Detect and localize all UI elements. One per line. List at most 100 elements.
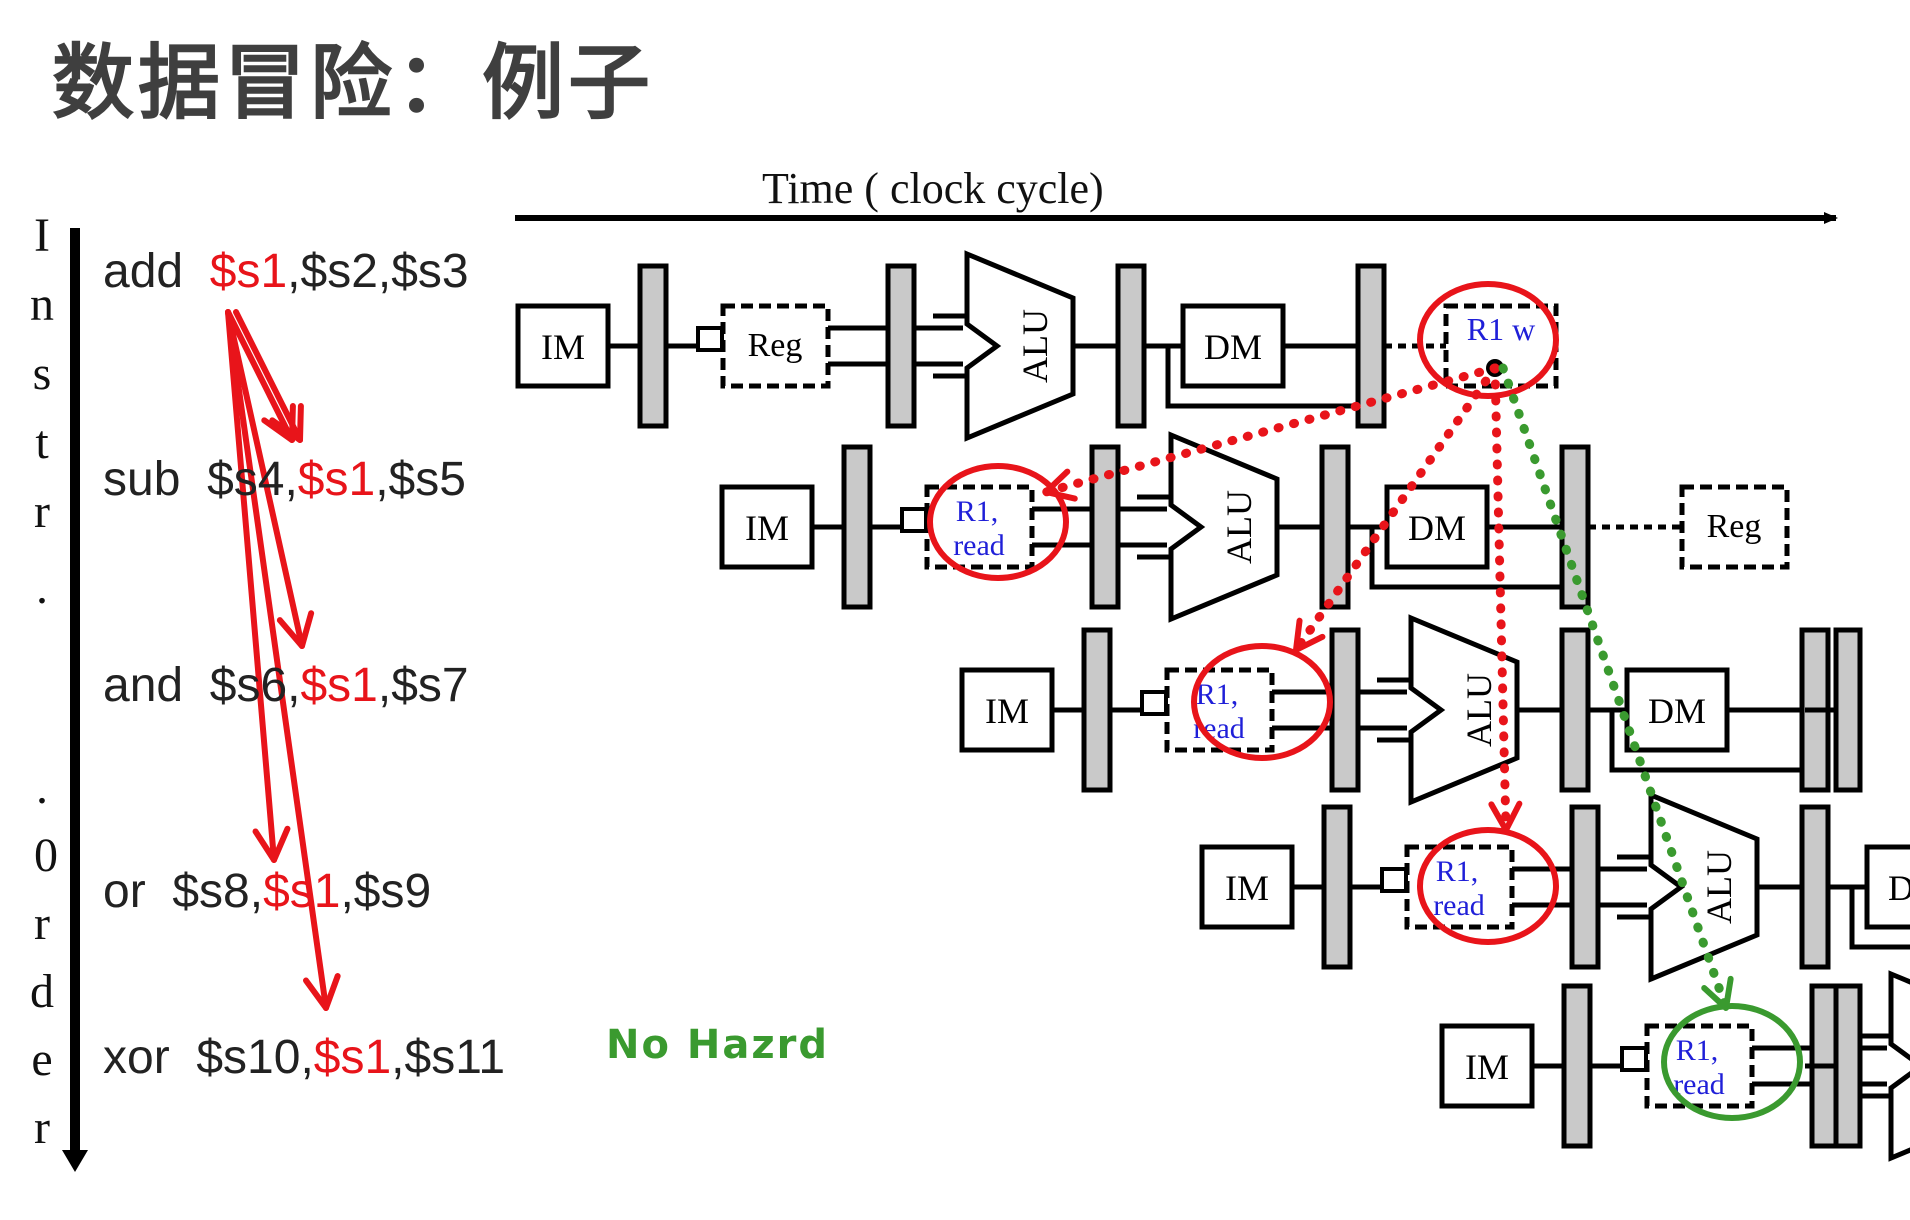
instruction-text: add xyxy=(103,245,210,298)
no-hazard-arrow-xor xyxy=(1498,363,1734,1013)
order-axis-char: r xyxy=(34,485,50,538)
no-hazard-arrow-xor-line xyxy=(1498,363,1731,1013)
im-box xyxy=(719,484,815,570)
read-hazard-circle xyxy=(927,463,1069,581)
r1-read-label: R1, xyxy=(1436,855,1479,888)
forwarding-arrow-sub-line xyxy=(1041,363,1500,497)
instruction-text: ,$s9 xyxy=(340,865,432,918)
register-port xyxy=(1620,1046,1648,1072)
no-hazard-arrow-xor-head xyxy=(1701,975,1734,1011)
dependency-arrow-xor-head xyxy=(302,973,341,1011)
register-file-box xyxy=(1164,667,1275,753)
alu-shape xyxy=(1408,614,1520,806)
ex-mem-bar xyxy=(1319,444,1351,610)
alu-label: ALU xyxy=(1219,490,1259,564)
ex-mem-bar xyxy=(1559,627,1591,793)
alu-shape xyxy=(1168,431,1280,623)
instruction-or: or $s8,$s1,$s9 xyxy=(103,864,431,919)
reg-label: Reg xyxy=(1707,508,1762,545)
order-axis-char: n xyxy=(30,278,54,331)
if-id-bar xyxy=(1561,983,1593,1149)
reg-label: Reg xyxy=(748,327,803,364)
dependency-arrow-or-head xyxy=(252,825,291,863)
time-axis: Time ( clock cycle) xyxy=(62,164,1838,1172)
forwarding-arrow-sub xyxy=(1041,363,1500,502)
order-axis-arrowhead xyxy=(62,1150,88,1172)
no-hazard-circle xyxy=(1661,1003,1803,1121)
register-port xyxy=(1140,690,1168,716)
dependency-arrow-or xyxy=(225,309,291,863)
hazard-circles xyxy=(927,281,1803,1121)
r1-read-label: read xyxy=(953,529,1005,562)
r1-read-label: read xyxy=(1673,1068,1725,1101)
order-axis-char: d xyxy=(30,965,54,1018)
dependency-arrow-or-line xyxy=(225,309,277,863)
dm-box xyxy=(1864,844,1910,930)
dependency-arrow-and-head xyxy=(276,610,315,649)
mem-bypass-wire xyxy=(1609,710,1802,773)
r1-read-label: R1, xyxy=(1196,678,1239,711)
register-highlight: $s1 xyxy=(209,245,288,298)
if-id-bar xyxy=(637,263,669,429)
dependency-arrow-sub-2-head xyxy=(269,403,304,443)
im-box xyxy=(1439,1023,1535,1109)
forwarding-arrow-or xyxy=(1488,363,1523,835)
dependency-arrow-sub-head xyxy=(261,403,296,443)
instruction-add: add $s1,$s2,$s3 xyxy=(103,244,469,299)
instruction-text: sub $s4, xyxy=(103,453,298,506)
r1-write-label: R1 w xyxy=(1467,311,1535,347)
r1-read-label: R1, xyxy=(956,495,999,528)
slide-edge-bars xyxy=(1805,627,1863,1149)
instruction-text: ,$s2,$s3 xyxy=(287,245,469,298)
mem-bypass-wire xyxy=(1369,527,1562,590)
alu-label: ALU xyxy=(1459,673,1499,747)
read-hazard-circle xyxy=(1417,827,1559,945)
order-axis-char: r xyxy=(34,897,50,950)
order-axis-char: . xyxy=(36,761,48,814)
id-ex-bar xyxy=(885,263,917,429)
read-hazard-circle xyxy=(1191,643,1333,761)
instruction-xor: xor $s10,$s1,$s11 xyxy=(103,1030,505,1085)
forwarding-arrow-sub-head xyxy=(1043,468,1078,502)
instruction-text: and $s6, xyxy=(103,659,301,712)
slide-title: 数据冒险：例子 xyxy=(52,36,655,131)
instruction-text: ,$s11 xyxy=(391,1031,506,1084)
order-axis-char: r xyxy=(34,1101,50,1154)
order-axis-char: t xyxy=(35,416,49,469)
id-ex-bar xyxy=(1569,804,1601,970)
im-label: IM xyxy=(541,327,585,367)
alu-shape xyxy=(964,250,1076,442)
alu-label: ALU xyxy=(1015,309,1055,383)
r1-read-label: R1, xyxy=(1676,1034,1719,1067)
mem-bypass-wire xyxy=(1165,346,1358,409)
instruction-and: and $s6,$s1,$s7 xyxy=(103,658,469,713)
if-id-bar xyxy=(1321,804,1353,970)
mem-bypass-wire xyxy=(1849,887,1910,950)
dependency-arrow-sub-2-line xyxy=(233,309,303,443)
order-axis-char: s xyxy=(32,347,52,400)
order-axis-char: . xyxy=(36,561,48,614)
instruction-text: ,$s7 xyxy=(377,659,469,712)
instruction-text: xor $s10, xyxy=(103,1031,314,1084)
im-label: IM xyxy=(745,508,789,548)
dm-label: DM xyxy=(1648,691,1706,731)
dm-label: DM xyxy=(1204,327,1262,367)
if-id-bar xyxy=(841,444,873,610)
ex-mem-bar xyxy=(1799,804,1831,970)
instruction-sub: sub $s4,$s1,$s5 xyxy=(103,452,466,507)
forwarding-arrow-or-head xyxy=(1488,800,1523,833)
dependency-arrow-sub xyxy=(225,309,296,443)
register-highlight: $s1 xyxy=(297,453,376,506)
if-id-bar xyxy=(1081,627,1113,793)
alu-shape xyxy=(1648,791,1760,983)
register-file-box xyxy=(720,303,831,389)
register-port xyxy=(696,326,724,352)
dm-label: DM xyxy=(1888,868,1910,908)
forwarding-arrow-and xyxy=(1291,363,1500,655)
dependency-arrow-and xyxy=(225,309,315,649)
no-hazard-label: No Hazrd xyxy=(606,1022,829,1068)
id-ex-bar xyxy=(1089,444,1121,610)
